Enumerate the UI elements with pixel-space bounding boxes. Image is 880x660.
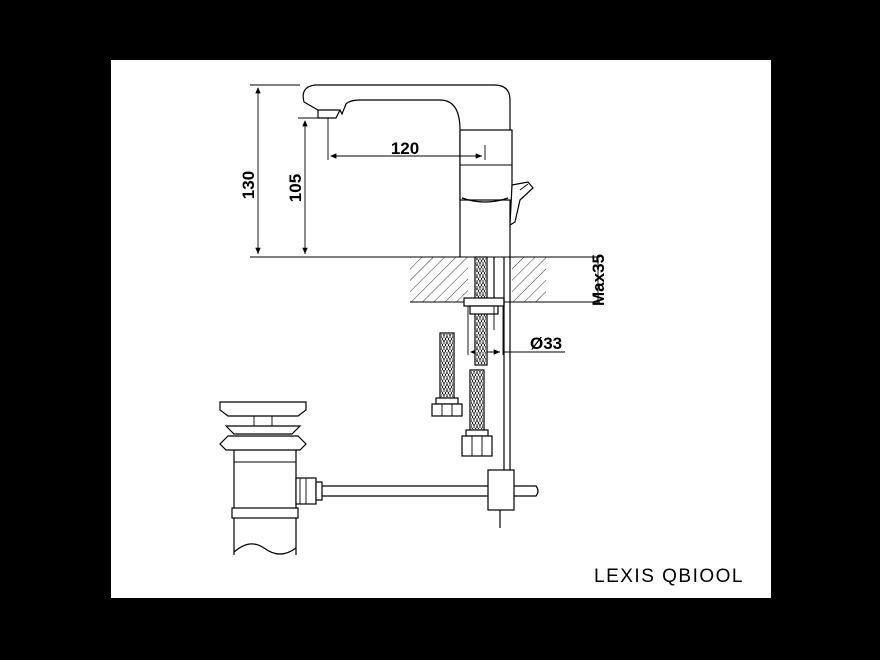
dim-spout-reach: 120 [391,139,419,158]
drawing-sheet [111,60,771,598]
dim-total-height: 130 [239,171,258,199]
supply-hoses [431,256,511,470]
popup-waste [219,401,539,555]
countertop-section [410,256,600,303]
dim-hole-diameter: Ø33 [530,334,562,353]
dimension-lines [250,84,599,355]
dim-max-deck: Max35 [589,254,608,306]
dim-spout-height: 105 [286,174,305,202]
faucet-body [302,84,534,257]
model-label: LEXIS QBIOOL [594,566,744,587]
